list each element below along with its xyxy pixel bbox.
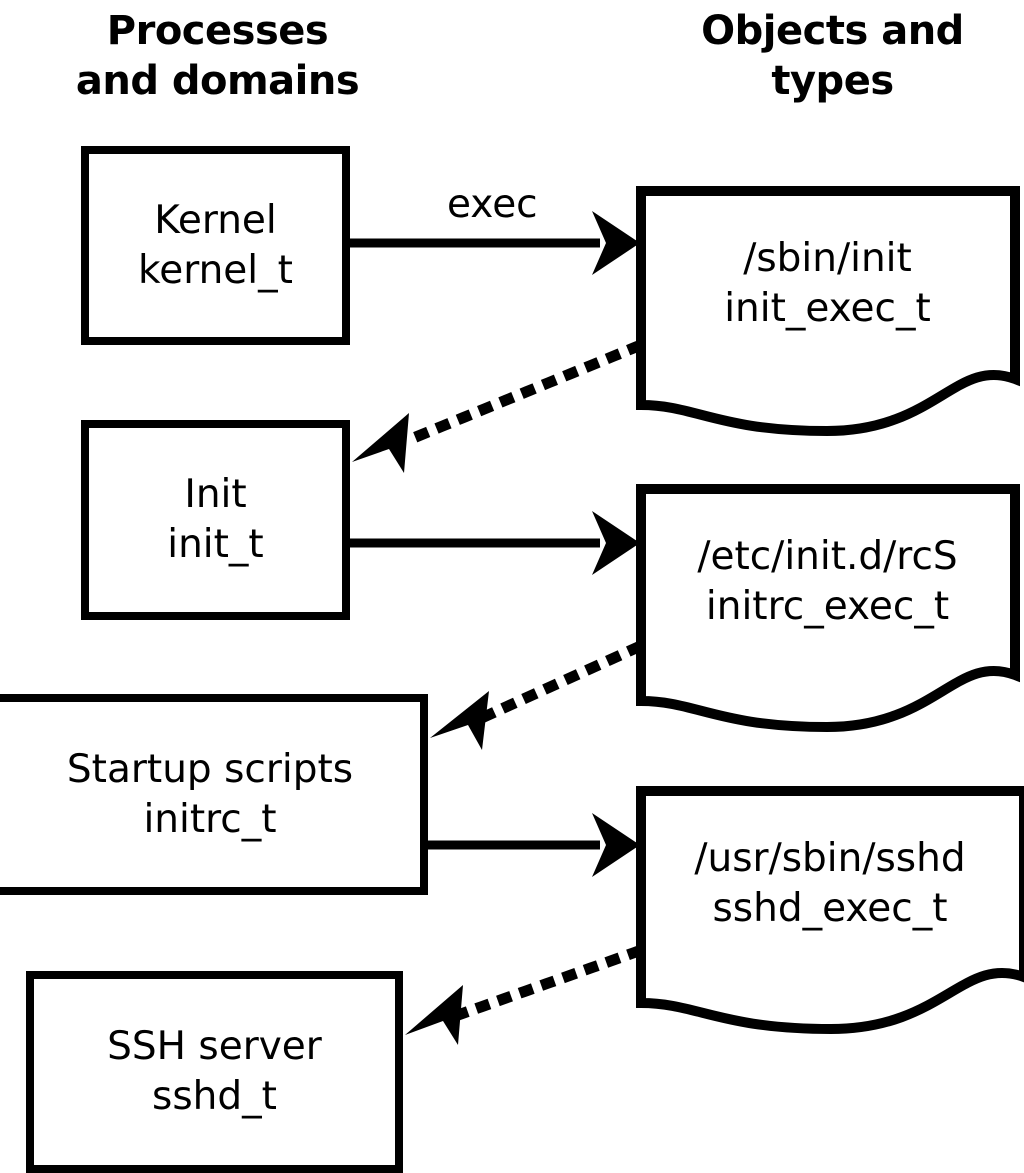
edge-line-dotted bbox=[478, 640, 644, 724]
process-node-type: kernel_t bbox=[138, 247, 293, 293]
arrowhead-solid bbox=[592, 813, 640, 877]
edge-sshd-exec-to-sshd bbox=[405, 944, 644, 1045]
edge-line-dotted bbox=[453, 944, 644, 1022]
process-node-name: Kernel bbox=[154, 197, 277, 243]
process-node-initrc[interactable]: Startup scripts initrc_t bbox=[0, 694, 428, 895]
process-node-type: sshd_t bbox=[152, 1074, 277, 1119]
process-node-name: Startup scripts bbox=[66, 746, 354, 792]
process-node-name: Init bbox=[184, 472, 247, 517]
edge-initrc-to-sshd-exec bbox=[428, 813, 640, 877]
object-node-sshd-exec[interactable]: /usr/sbin/sshd sshd_exec_t bbox=[636, 786, 1024, 1035]
arrowhead-dotted bbox=[405, 985, 463, 1045]
edge-initrc-exec-to-initrc bbox=[430, 640, 644, 750]
arrowhead-dotted bbox=[352, 413, 409, 473]
arrowhead-solid bbox=[592, 511, 640, 575]
edge-label-exec: exec bbox=[447, 182, 538, 227]
arrowhead-solid bbox=[592, 211, 640, 275]
object-node-initrc-exec[interactable]: /etc/init.d/rcS initrc_exec_t bbox=[636, 484, 1020, 733]
document-shape-icon bbox=[636, 186, 1020, 437]
edge-init-exec-to-init bbox=[352, 339, 644, 473]
document-shape-icon bbox=[636, 786, 1024, 1035]
document-shape-icon bbox=[636, 484, 1020, 733]
edge-line-dotted bbox=[398, 339, 644, 449]
column-header-objects: Objects and types bbox=[701, 8, 964, 104]
object-node-init-exec[interactable]: /sbin/init init_exec_t bbox=[636, 186, 1020, 437]
process-node-sshd[interactable]: SSH server sshd_t bbox=[26, 971, 403, 1173]
edge-init-to-initrc-exec bbox=[350, 511, 640, 575]
process-node-type: init_t bbox=[167, 522, 264, 567]
arrowhead-dotted bbox=[430, 691, 489, 750]
process-node-name: SSH server bbox=[107, 1024, 322, 1069]
process-node-init[interactable]: Init init_t bbox=[81, 420, 350, 620]
column-header-processes: Processes and domains bbox=[75, 8, 360, 104]
process-node-type: initrc_t bbox=[143, 796, 277, 842]
process-node-kernel[interactable]: Kernel kernel_t bbox=[81, 146, 350, 345]
